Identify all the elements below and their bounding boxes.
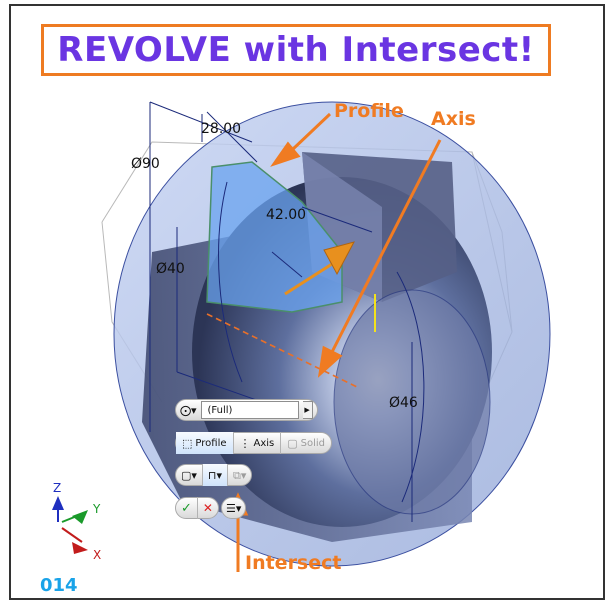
- axis-line: [206, 313, 358, 388]
- extents-dropdown[interactable]: (Full): [200, 401, 299, 419]
- mini-toolbar-confirm-row: ✓ ✕ ☰▾: [175, 497, 247, 519]
- solid-select-icon: ▢: [287, 436, 298, 450]
- join-operation-button[interactable]: ▢▾: [176, 464, 203, 486]
- direction-arrow[interactable]: [284, 241, 355, 296]
- extents-pill: ⨀▾ (Full) ▶: [175, 399, 318, 421]
- cancel-button[interactable]: ✕: [198, 497, 218, 519]
- solid-select-button[interactable]: ▢ Solid: [281, 432, 331, 454]
- dimension-28[interactable]: 28.00: [201, 121, 242, 137]
- profile-select-button[interactable]: ⬚ Profile: [176, 432, 234, 454]
- profile-select-icon: ⬚: [182, 436, 193, 450]
- mini-toolbar-operation-row: ▢▾ ⊓▾ ⧉▾: [175, 464, 253, 486]
- intersect-operation-button[interactable]: ⊓▾: [202, 464, 229, 486]
- callout-axis: Axis: [431, 108, 476, 130]
- operation-pill: ▢▾ ⊓▾ ⧉▾: [175, 464, 253, 486]
- solid-select-label: Solid: [300, 437, 326, 449]
- dimension-diameter-40[interactable]: Ø40: [156, 261, 185, 277]
- options-menu-icon: ☰▾: [225, 501, 242, 515]
- cancel-icon: ✕: [202, 501, 213, 515]
- revolve-extents-icon[interactable]: ⨀▾: [180, 403, 197, 417]
- axis-select-button[interactable]: ⋮ Axis: [234, 432, 282, 454]
- dimension-42[interactable]: 42.00: [266, 207, 307, 223]
- dimension-lines: [149, 101, 425, 522]
- title-box: REVOLVE with Intersect!: [41, 24, 551, 76]
- callout-profile: Profile: [334, 100, 404, 122]
- new-solid-icon: ⧉▾: [233, 468, 247, 482]
- mini-toolbar-extents-row: ⨀▾ (Full) ▶: [175, 399, 318, 421]
- triad-z-label: Z: [53, 481, 62, 495]
- ok-button[interactable]: ✓: [176, 497, 198, 519]
- join-icon: ▢▾: [181, 468, 197, 482]
- triad-y-label: Y: [93, 502, 101, 516]
- view-triad: [52, 496, 88, 554]
- new-solid-button[interactable]: ⧉▾: [228, 464, 251, 486]
- dimension-diameter-90[interactable]: Ø90: [131, 156, 160, 172]
- axis-select-label: Axis: [253, 437, 275, 449]
- mini-toolbar-selection-row: ⬚ Profile ⋮ Axis ▢ Solid: [175, 432, 333, 454]
- options-pill[interactable]: ☰▾: [220, 497, 247, 519]
- selection-pill: ⬚ Profile ⋮ Axis ▢ Solid: [175, 432, 333, 454]
- slide-frame: REVOLVE with Intersect! Profile Axis Int…: [9, 4, 605, 600]
- confirm-pill: ✓ ✕: [175, 497, 219, 519]
- callout-intersect: Intersect: [245, 552, 342, 574]
- slide-title: REVOLVE with Intersect!: [57, 30, 535, 70]
- extents-arrow-button[interactable]: ▶: [302, 401, 313, 419]
- intersect-icon: ⊓▾: [207, 468, 223, 482]
- axis-select-icon: ⋮: [239, 436, 251, 450]
- page-number: 014: [40, 575, 78, 596]
- dimension-diameter-46[interactable]: Ø46: [389, 395, 418, 411]
- profile-select-label: Profile: [195, 437, 227, 449]
- triad-x-label: X: [93, 548, 102, 562]
- ok-icon: ✓: [181, 500, 192, 516]
